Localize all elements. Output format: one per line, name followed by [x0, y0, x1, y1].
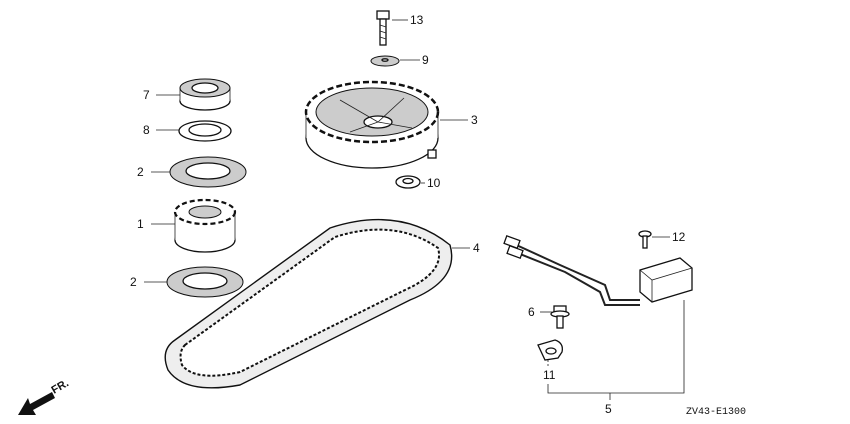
callout-8: 8 [143, 123, 150, 137]
bolt-13-part[interactable] [376, 10, 390, 46]
screw-12-part[interactable] [638, 230, 652, 249]
nut-7-part[interactable] [179, 78, 231, 111]
callout-7: 7 [143, 88, 150, 102]
pulser-coil-assembly-part[interactable] [503, 235, 693, 306]
callout-5: 5 [605, 402, 612, 416]
guide-plate-lower-part[interactable] [166, 266, 244, 298]
callout-10: 10 [427, 176, 441, 190]
callout-1: 1 [137, 217, 144, 231]
camshaft-pulley-3-part[interactable] [304, 80, 440, 169]
callout-4: 4 [473, 241, 480, 255]
callout-bracket [547, 300, 685, 394]
callout-13: 13 [410, 13, 424, 27]
washer-8-part[interactable] [178, 120, 232, 142]
diagram-code: ZV43-E1300 [686, 407, 746, 418]
callout-11: 11 [543, 368, 556, 382]
callout-2-upper: 2 [137, 165, 144, 179]
timing-belt-4-part[interactable] [164, 218, 453, 389]
callout-3: 3 [471, 113, 478, 127]
guide-plate-upper-part[interactable] [169, 156, 247, 188]
clamp-11-part[interactable] [537, 339, 563, 361]
direction-label: FR. [50, 377, 71, 396]
callout-9: 9 [422, 53, 429, 67]
callout-2-lower: 2 [130, 275, 137, 289]
bolt-6-part[interactable] [550, 305, 570, 329]
front-direction-arrow-icon [18, 392, 55, 415]
callout-6: 6 [528, 305, 535, 319]
crankshaft-pulley-1-part[interactable] [173, 198, 237, 253]
washer-9-part[interactable] [370, 55, 400, 67]
washer-10-part[interactable] [395, 175, 421, 189]
callout-12: 12 [672, 230, 686, 244]
